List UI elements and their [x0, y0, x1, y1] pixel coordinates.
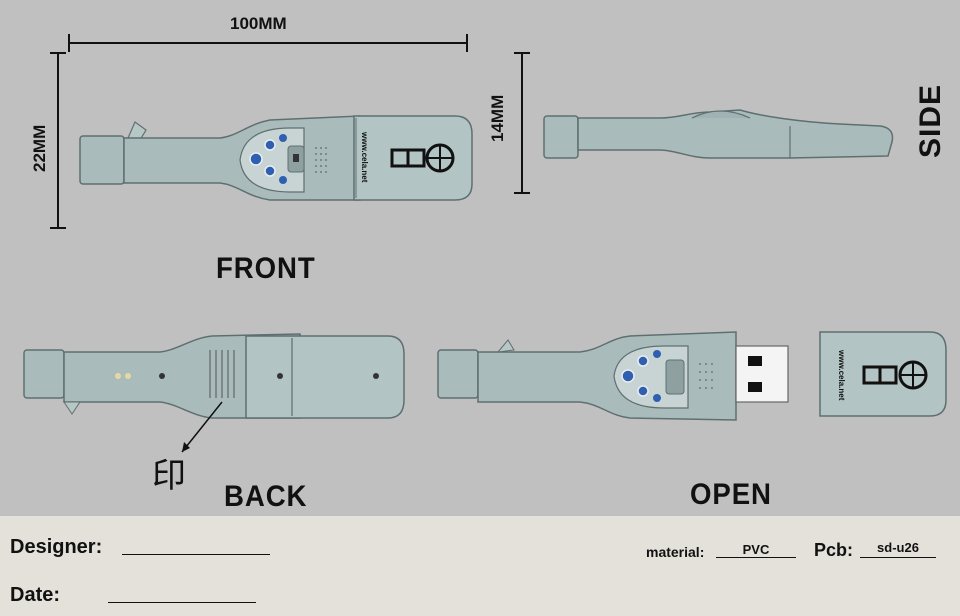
material-field-line [716, 557, 796, 558]
material-value: PVC [742, 542, 770, 557]
back-view-label: BACK [224, 480, 308, 513]
height-dimension-label: 22MM [30, 124, 49, 172]
designer-field-line [122, 554, 270, 555]
open-view-label: OPEN [690, 478, 772, 511]
pcb-value: sd-u26 [877, 540, 919, 555]
date-field-line [108, 602, 256, 603]
width-dimension-line [68, 34, 468, 52]
side-view-device [543, 109, 894, 159]
side-height-dimension-line [514, 52, 530, 194]
open-view-device [437, 331, 947, 421]
pcb-field-line [860, 557, 936, 558]
usb-cap [819, 331, 947, 417]
print-mark-label: 印 [152, 456, 186, 496]
front-url-text: www.cela.net [360, 132, 369, 183]
back-view-device [23, 333, 405, 453]
front-view-label: FRONT [216, 252, 316, 285]
brand-logo [390, 143, 455, 173]
date-label: Date: [10, 584, 61, 606]
cap-url-text: www.cela.net [837, 350, 846, 401]
title-block-footer: Designer: Date: material: PVC Pcb: sd-u2… [0, 516, 960, 616]
side-view-label: SIDE [914, 83, 947, 158]
side-height-dimension-label: 14MM [488, 94, 507, 142]
front-view-device [79, 115, 473, 201]
pcb-label: Pcb: [814, 540, 854, 560]
usb-connector [735, 345, 789, 403]
height-dimension-line [50, 52, 66, 229]
width-dimension-label: 100MM [230, 14, 287, 33]
material-label: material: [646, 544, 705, 560]
designer-label: Designer: [10, 536, 103, 558]
